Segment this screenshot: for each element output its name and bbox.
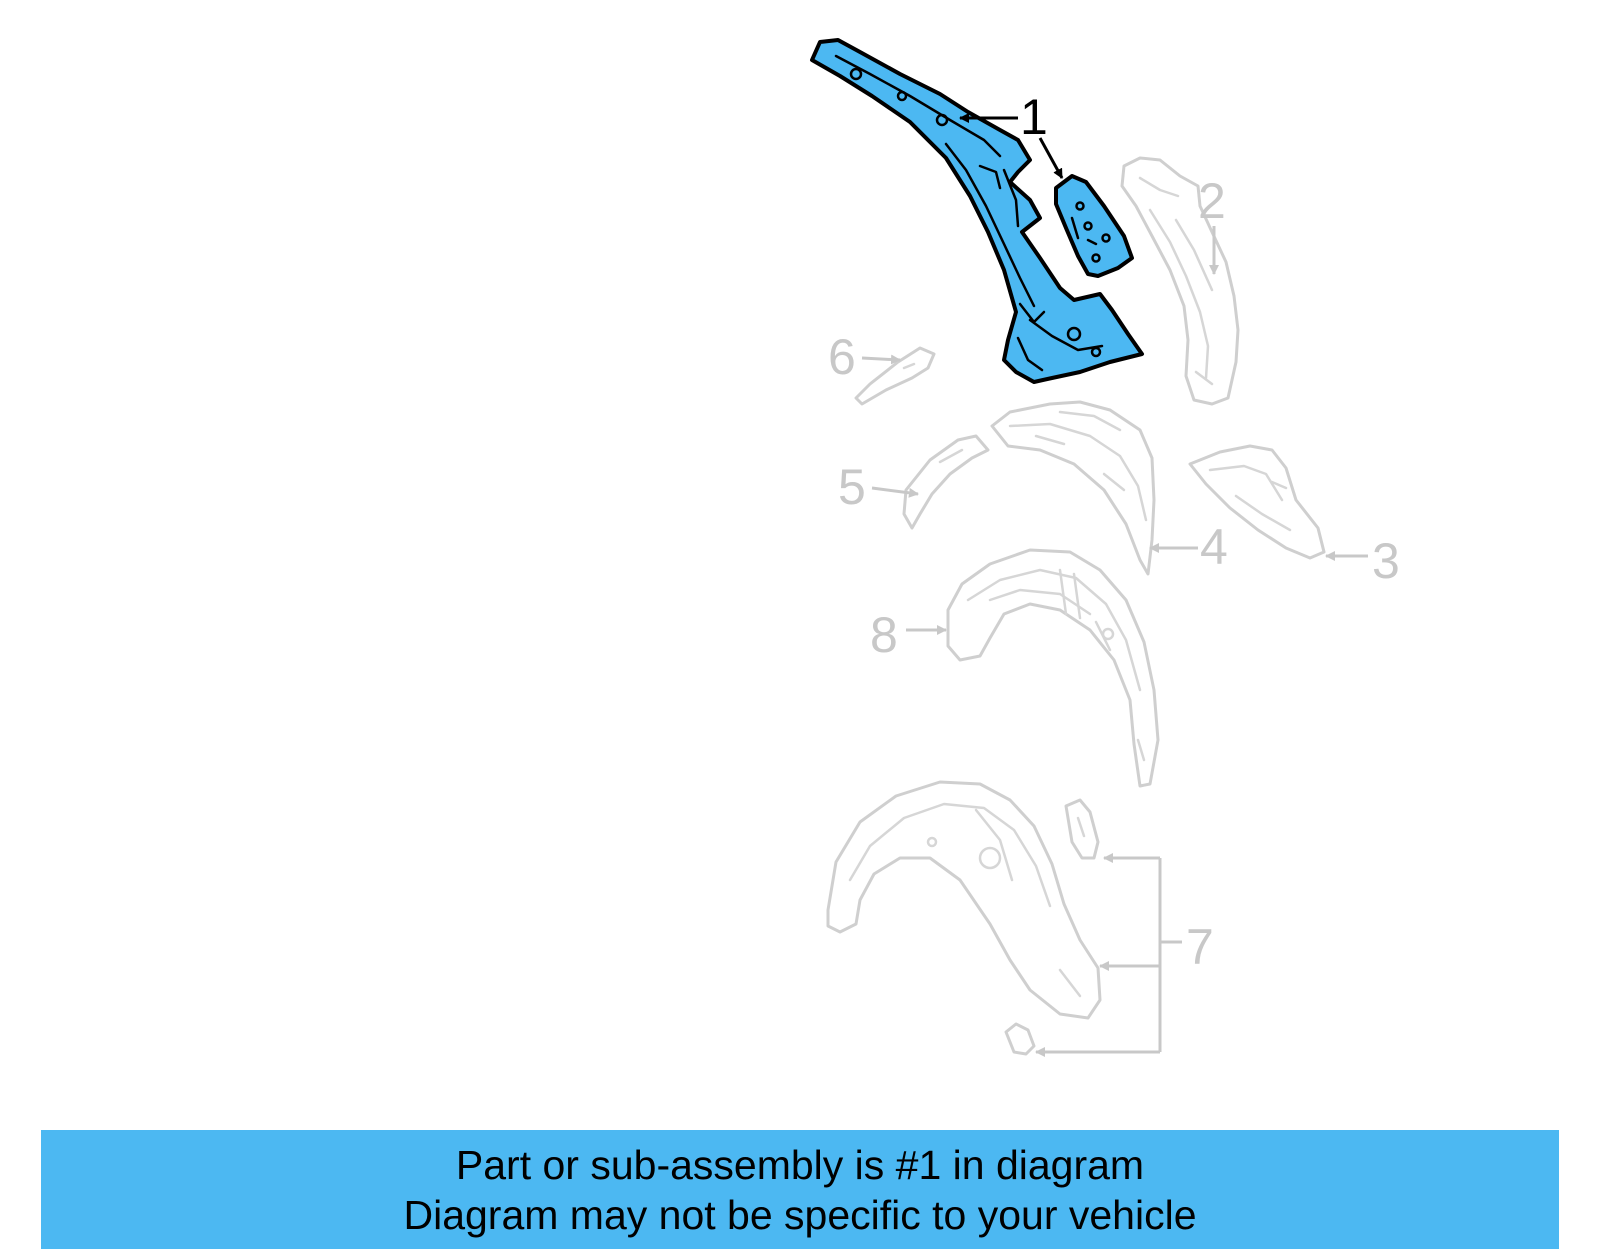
callout-5-label: 5 <box>838 459 866 515</box>
callout-4: 4 <box>1149 519 1228 575</box>
part-7-liner <box>826 780 1102 1020</box>
banner-line-2: Diagram may not be specific to your vehi… <box>403 1191 1197 1238</box>
callout-6-label: 6 <box>828 329 856 385</box>
part-1-reinforcement[interactable] <box>1054 174 1134 278</box>
part-4-wheelhouse-upper <box>990 400 1156 576</box>
callout-6-leader <box>861 354 901 365</box>
callout-8-label: 8 <box>870 607 898 663</box>
callout-3-label: 3 <box>1372 533 1400 589</box>
callout-1-label: 1 <box>1020 89 1048 145</box>
part-3-extension <box>1188 444 1326 560</box>
callout-5: 5 <box>838 459 919 515</box>
part-5-arch <box>902 434 990 530</box>
parts-diagram: 1 2 6 5 4 <box>810 38 1400 1057</box>
callout-3: 3 <box>1325 533 1400 589</box>
part-7-clip-top <box>1064 798 1100 860</box>
callout-1-leader-plate <box>1038 137 1064 179</box>
callout-8: 8 <box>870 607 947 663</box>
callout-6: 6 <box>828 329 901 385</box>
callout-7: 7 <box>1035 853 1214 1057</box>
callout-2: 2 <box>1198 173 1226 275</box>
callout-7-label: 7 <box>1186 919 1214 975</box>
part-1-pillar[interactable] <box>810 38 1144 384</box>
callout-4-label: 4 <box>1200 519 1228 575</box>
callout-2-label: 2 <box>1198 173 1226 229</box>
info-banner: Part or sub-assembly is #1 in diagram Di… <box>41 1130 1559 1249</box>
part-2-panel <box>1120 156 1240 406</box>
callout-5-leader <box>871 486 919 498</box>
callout-1: 1 <box>959 89 1064 179</box>
part-6-bracket <box>854 346 936 406</box>
part-8-inner-wheelhouse <box>946 548 1160 788</box>
part-7-clip-bottom <box>1004 1022 1036 1056</box>
banner-line-1: Part or sub-assembly is #1 in diagram <box>455 1141 1145 1188</box>
